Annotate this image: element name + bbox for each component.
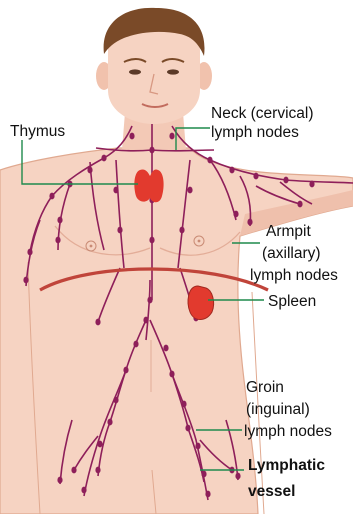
lymphatic-vessel-label-line2: vessel <box>248 482 295 501</box>
groin-label-line1: Groin <box>246 378 284 397</box>
lymph-node <box>147 297 152 304</box>
lymphatic-vessel-label-line1: Lymphatic <box>248 456 325 475</box>
lymph-node <box>133 341 138 348</box>
lymph-node <box>57 477 62 484</box>
spleen-organ <box>188 286 214 320</box>
neck-label-line1: Neck (cervical) <box>211 104 313 123</box>
lymph-node <box>57 217 62 224</box>
lymph-node <box>309 181 314 188</box>
lymph-node <box>207 157 212 164</box>
lymph-node <box>113 397 118 404</box>
lymph-node <box>205 491 210 498</box>
armpit-label-line2: (axillary) <box>262 244 321 263</box>
lymph-node <box>95 319 100 326</box>
lymph-node <box>181 401 186 408</box>
lymph-node <box>101 155 106 162</box>
lymph-node <box>23 277 28 284</box>
groin-label-line3: lymph nodes <box>244 422 332 441</box>
lymph-node <box>169 133 174 140</box>
lymph-node <box>49 193 54 200</box>
lymph-node <box>81 487 86 494</box>
lymph-node <box>27 249 32 256</box>
lymph-node <box>95 467 100 474</box>
lymph-vessel <box>152 150 214 151</box>
armpit-label-line3: lymph nodes <box>250 266 338 285</box>
thymus-organ <box>134 169 163 202</box>
lymph-node <box>149 147 154 154</box>
thymus-label: Thymus <box>10 122 65 141</box>
head <box>96 8 212 124</box>
lymph-node <box>283 177 288 184</box>
lymph-node <box>297 201 302 208</box>
spleen-label: Spleen <box>268 292 316 311</box>
lymph-node <box>123 367 128 374</box>
lymph-node <box>97 441 102 448</box>
lymph-node <box>107 419 112 426</box>
lymph-node <box>113 187 118 194</box>
neck-label-line2: lymph nodes <box>211 123 299 142</box>
lymph-node <box>179 227 184 234</box>
lymph-node <box>187 187 192 194</box>
lymph-node <box>169 371 174 378</box>
lymph-node <box>185 425 190 432</box>
groin-label-line2: (inguinal) <box>246 400 310 419</box>
lymph-node <box>247 219 252 226</box>
lymph-node <box>235 473 240 480</box>
lymph-node <box>195 443 200 450</box>
lymph-node <box>163 345 168 352</box>
lymph-node <box>71 467 76 474</box>
lymph-node <box>229 167 234 174</box>
lymph-node <box>55 237 60 244</box>
lymph-node <box>149 237 154 244</box>
lymph-node <box>253 173 258 180</box>
lymph-node <box>87 167 92 174</box>
lymph-node <box>143 317 148 324</box>
lymph-node <box>233 211 238 218</box>
armpit-label-line1: Armpit <box>266 222 311 241</box>
lymph-node <box>201 471 206 478</box>
lymph-node <box>129 133 134 140</box>
lymph-node <box>117 227 122 234</box>
